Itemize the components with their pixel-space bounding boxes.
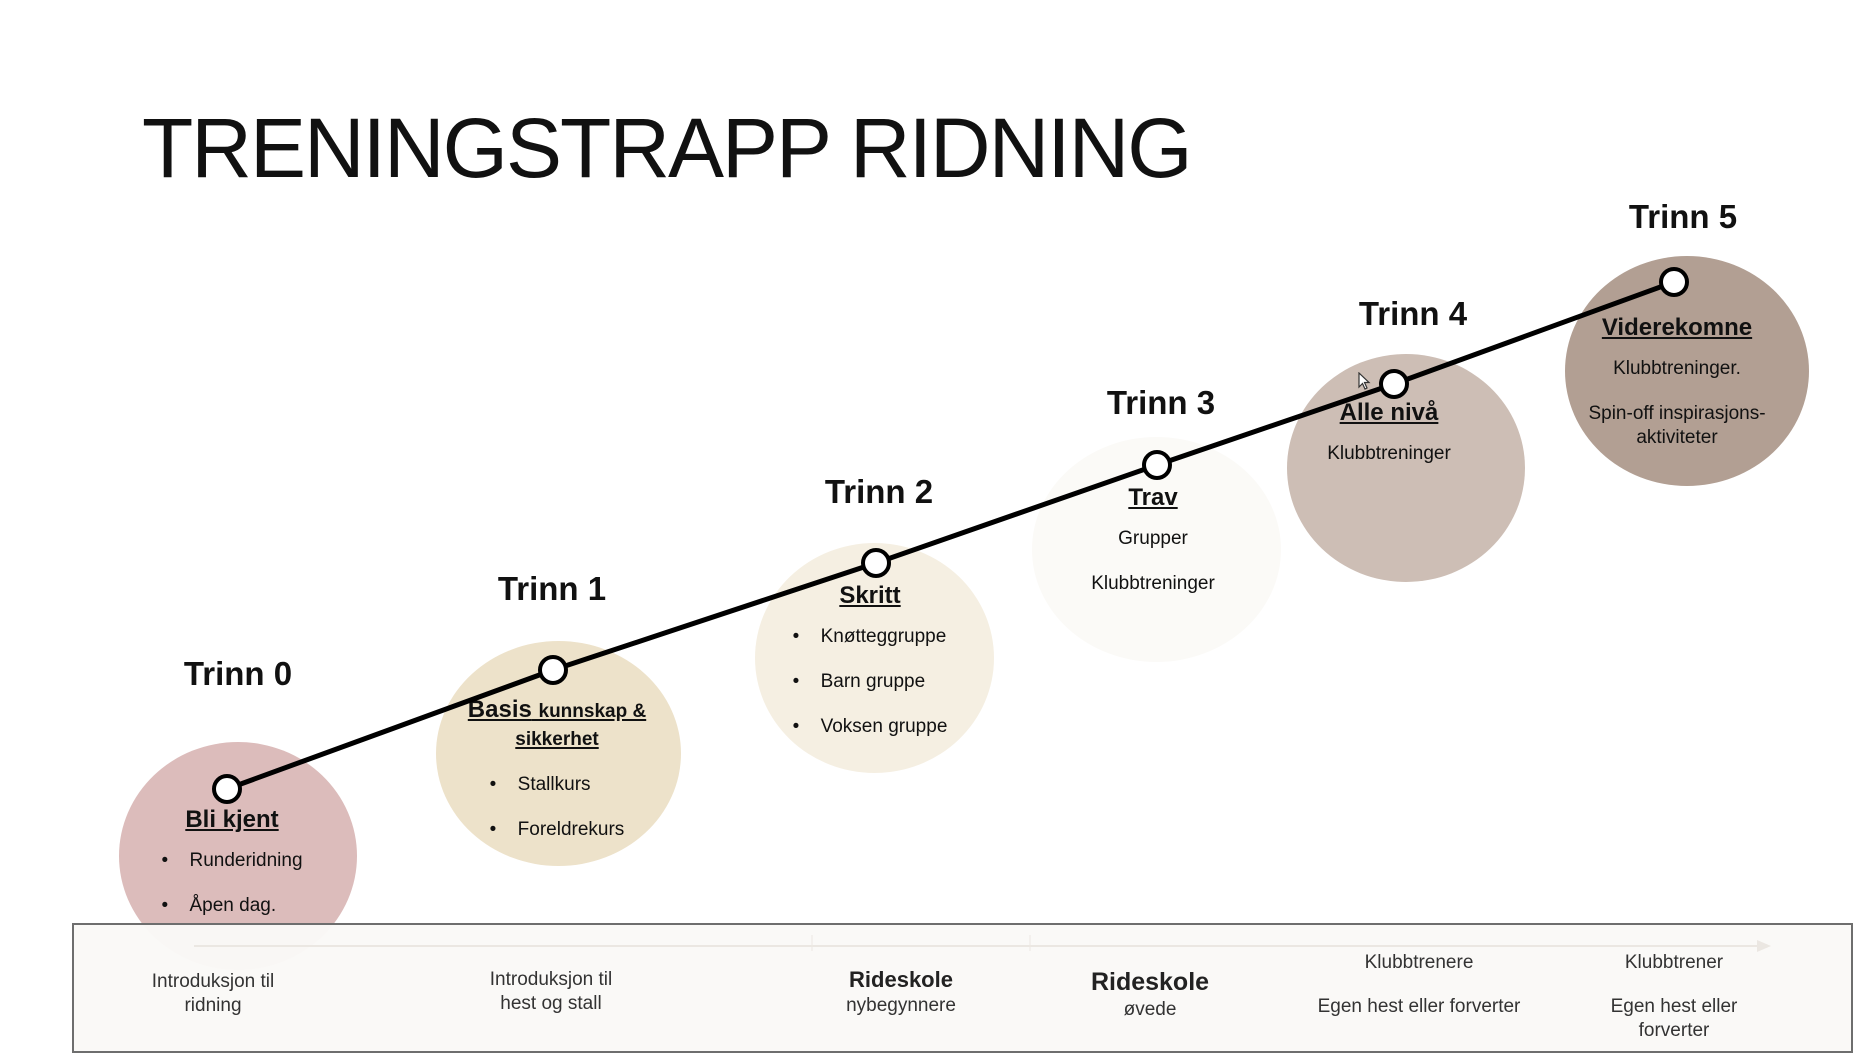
step-5-line: Klubbtreninger. — [1613, 358, 1741, 380]
bottom-arrow-head — [1757, 940, 1771, 952]
step-4-label: Trinn 4 — [1358, 295, 1468, 332]
list-item: Åpen dag. — [161, 894, 302, 919]
list-item: Runderidning — [161, 849, 302, 874]
step-1-title-line2: sikkerhet — [515, 728, 599, 750]
bottom-panel — [72, 923, 1853, 1053]
bottom-label-4-l2: Egen hest eller forverter — [1317, 995, 1521, 1017]
bottom-label-5-l2: Egen hest eller forverter — [1611, 995, 1738, 1043]
step-5-line-part: aktiviteter — [1636, 426, 1718, 448]
list-item: Barn gruppe — [793, 670, 948, 695]
step-1-label: Trinn 1 — [497, 570, 607, 607]
bottom-label-5-l2b: forverter — [1638, 1019, 1710, 1041]
bottom-label-4: Klubbtrenere Egen hest eller forverter — [1318, 951, 1521, 1019]
bottom-arrow — [194, 935, 1771, 952]
step-3-title: Trav — [1128, 484, 1178, 511]
bottom-label-5-l2a: Egen hest eller — [1610, 995, 1738, 1017]
step-5-content: Viderekomne Klubbtreninger. Spin-off ins… — [1588, 312, 1765, 469]
page-title: TRENINGSTRAPP RIDNING — [142, 101, 1193, 195]
step-4-line: Klubbtreninger — [1327, 443, 1451, 465]
list-item: Knøtteggruppe — [793, 625, 948, 650]
step-3-content: Trav Grupper Klubbtreninger — [1091, 482, 1215, 617]
bottom-label-0: Introduksjon til ridning — [152, 970, 275, 1018]
step-2-label: Trinn 2 — [824, 473, 934, 510]
bottom-label-0-l1: Introduksjon til — [151, 971, 275, 992]
bottom-label-3-sub: øvede — [1123, 999, 1177, 1021]
step-3-line: Grupper — [1118, 528, 1188, 550]
bottom-label-1-l2: hest og stall — [500, 992, 602, 1014]
step-0-title: Bli kjent — [185, 806, 279, 833]
bottom-label-5-l1: Klubbtrener — [1624, 952, 1724, 973]
list-item: Voksen gruppe — [793, 715, 948, 740]
step-0-content: Bli kjent Runderidning Åpen dag. — [161, 804, 302, 939]
step-1-content: Basis kunnskap & sikkerhet Stallkurs For… — [468, 696, 646, 863]
step-5-title: Viderekomne — [1601, 314, 1753, 341]
step-5-line-part: Spin-off inspirasjons- — [1588, 402, 1766, 424]
step-5-line: Spin-off inspirasjons- aktiviteter — [1588, 402, 1765, 450]
bottom-label-5: Klubbtrener Egen hest eller forverter — [1611, 951, 1738, 1042]
step-1-list: Stallkurs Foreldrekurs — [490, 773, 625, 862]
bottom-label-2: Rideskole nybegynnere — [846, 966, 956, 1018]
step-1-title-small: kunnskap & — [538, 701, 647, 722]
step-0-label: Trinn 0 — [183, 655, 293, 692]
list-item: Stallkurs — [490, 773, 625, 798]
step-2-content: Skritt Knøtteggruppe Barn gruppe Voksen … — [793, 580, 948, 759]
bottom-label-1: Introduksjon til hest og stall — [490, 968, 613, 1016]
step-5-label: Trinn 5 — [1628, 198, 1738, 235]
bottom-label-3-bold: Rideskole — [1090, 968, 1210, 996]
step-2-title: Skritt — [839, 582, 901, 609]
step-4-title: Alle nivå — [1339, 399, 1439, 426]
step-4-content: Alle nivå Klubbtreninger — [1327, 397, 1451, 487]
list-item: Foreldrekurs — [490, 818, 625, 843]
step-1-title-main: Basis — [467, 696, 532, 723]
bottom-label-1-l1: Introduksjon til — [489, 969, 613, 990]
bottom-label-3: Rideskole øvede — [1091, 967, 1209, 1022]
step-2-list: Knøtteggruppe Barn gruppe Voksen gruppe — [793, 625, 948, 759]
bottom-label-2-bold: Rideskole — [849, 967, 953, 992]
step-3-line: Klubbtreninger — [1091, 572, 1215, 594]
step-0-list: Runderidning Åpen dag. — [161, 849, 302, 938]
bottom-label-2-sub: nybegynnere — [846, 994, 956, 1016]
bottom-label-4-l1: Klubbtrenere — [1364, 952, 1474, 973]
step-1-title: Basis kunnskap & sikkerhet — [468, 696, 646, 751]
mouse-cursor-icon — [1358, 372, 1371, 390]
bottom-label-0-l2: ridning — [184, 994, 242, 1016]
step-3-label: Trinn 3 — [1106, 384, 1216, 421]
